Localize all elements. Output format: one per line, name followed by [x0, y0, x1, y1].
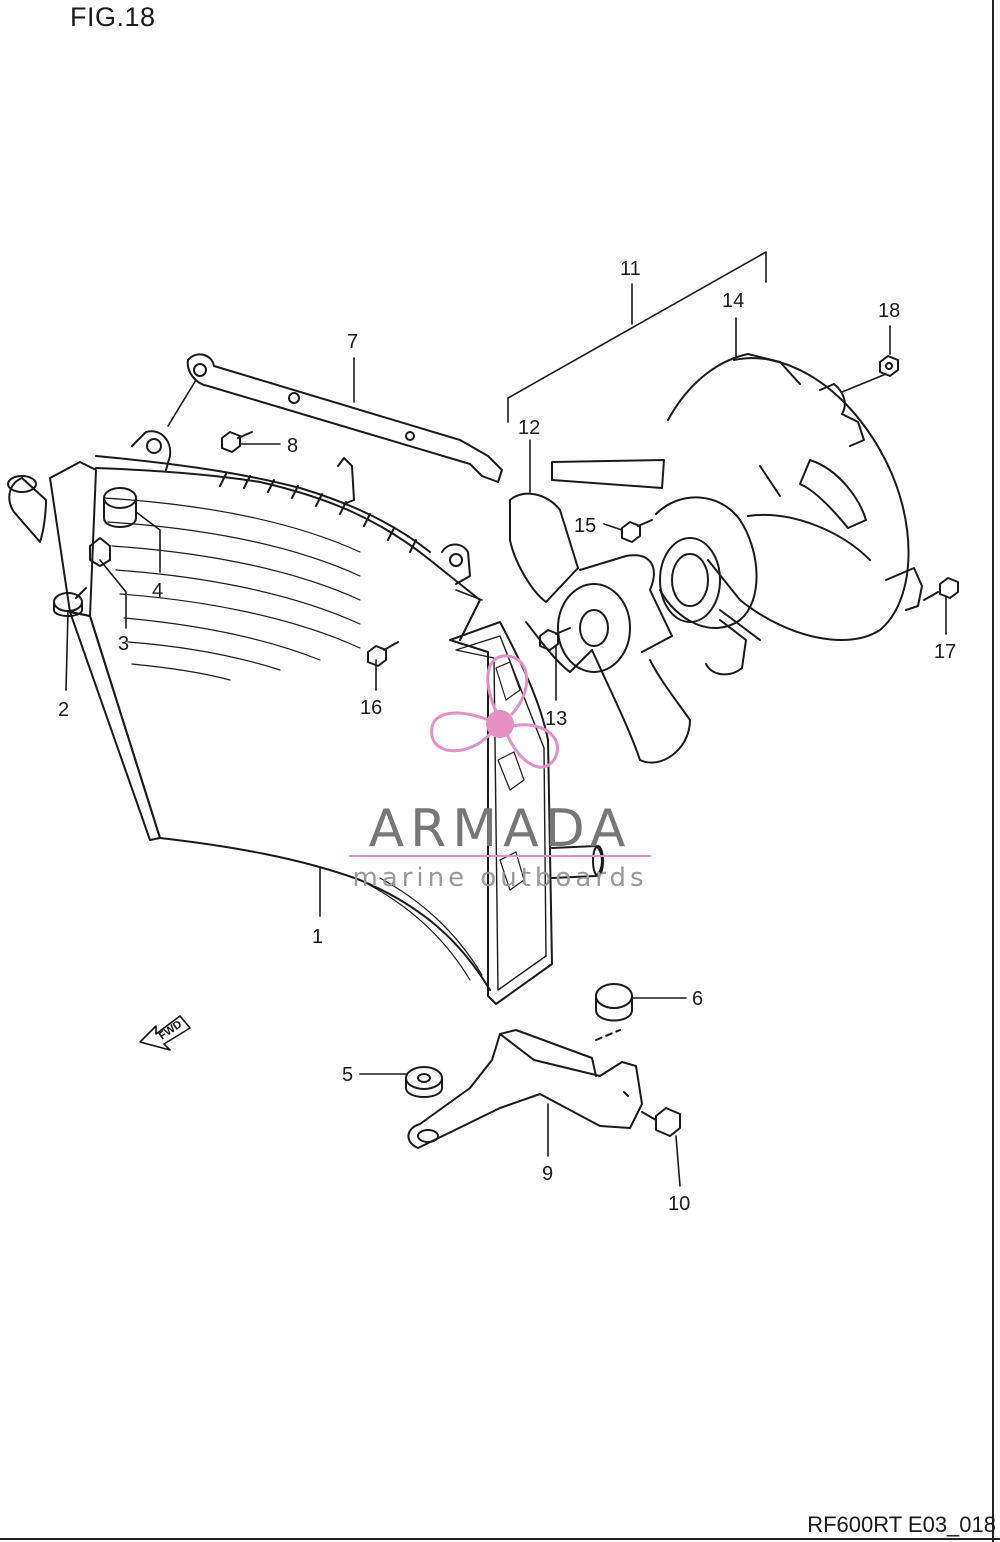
figure-title: FIG.18 — [70, 2, 156, 32]
lower-bracket-drawing — [405, 983, 681, 1149]
frame-bottom-border — [0, 1538, 1000, 1540]
callout-3: 3 — [118, 633, 129, 655]
upper-bracket-drawing — [186, 353, 503, 483]
callout-14: 14 — [722, 290, 744, 312]
fasteners-drawing — [53, 431, 399, 667]
callout-17: 17 — [934, 641, 956, 663]
fwd-direction-marker: FWD — [139, 1015, 191, 1051]
callout-12: 12 — [518, 417, 540, 439]
armada-watermark: ARMADA marine outboards — [349, 654, 651, 893]
callout-7: 7 — [347, 331, 358, 353]
callout-6: 6 — [692, 988, 703, 1010]
drawing-code: RF600RT E03_018 — [807, 1512, 996, 1537]
callout-1: 1 — [312, 926, 323, 948]
callout-18: 18 — [878, 300, 900, 322]
callout-8: 8 — [287, 435, 298, 457]
callout-5: 5 — [342, 1064, 353, 1086]
callout-2: 2 — [58, 699, 69, 721]
propeller-logo-icon — [430, 654, 560, 769]
leader-lines — [65, 251, 947, 1187]
watermark-tagline: marine outboards — [352, 863, 647, 893]
frame-right-border — [992, 0, 994, 1542]
watermark-brand: ARMADA — [369, 799, 632, 859]
radiator-drawing — [7, 430, 604, 1005]
arrow-icon — [139, 1015, 191, 1051]
callout-11: 11 — [620, 258, 641, 280]
callout-10: 10 — [668, 1193, 690, 1215]
fan-assembly-drawing — [509, 353, 959, 764]
callout-9: 9 — [542, 1163, 553, 1185]
callout-16: 16 — [360, 697, 382, 719]
callout-15: 15 — [574, 515, 596, 537]
callout-4: 4 — [152, 580, 163, 602]
callout-labels: 1 2 3 4 5 6 7 8 9 10 11 12 13 14 15 16 1… — [58, 258, 956, 1215]
callout-13: 13 — [545, 708, 567, 730]
